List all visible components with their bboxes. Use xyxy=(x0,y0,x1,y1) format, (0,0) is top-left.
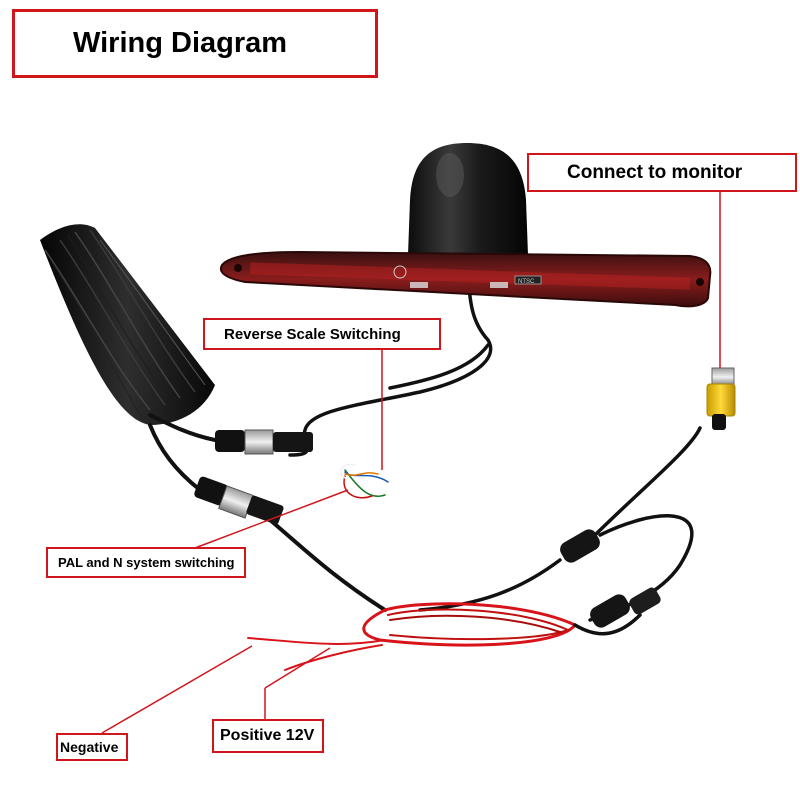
pointer-positive-d xyxy=(264,647,331,689)
diagram-title: Wiring Diagram xyxy=(12,9,378,78)
aviation-connector-1 xyxy=(215,429,313,455)
ntsc-marking: NTSC xyxy=(518,279,535,285)
pointer-lines xyxy=(101,192,721,734)
label-pal-ntsc: PAL and N system switching xyxy=(46,547,246,578)
brake-light-camera: NTSC xyxy=(220,143,712,308)
aviation-connector-2 xyxy=(194,476,284,525)
rca-video-plug xyxy=(706,367,736,430)
cable-bundle xyxy=(148,260,702,671)
label-negative: Negative xyxy=(56,733,128,761)
coiled-extension-cable xyxy=(40,224,215,425)
inline-cable-connector xyxy=(560,529,661,628)
label-connect-monitor: Connect to monitor xyxy=(527,153,797,192)
label-positive: Positive 12V xyxy=(212,719,324,753)
pointer-pal-ntsc xyxy=(194,489,349,549)
pointer-negative xyxy=(101,645,253,734)
label-reverse-scale: Reverse Scale Switching xyxy=(203,318,441,350)
